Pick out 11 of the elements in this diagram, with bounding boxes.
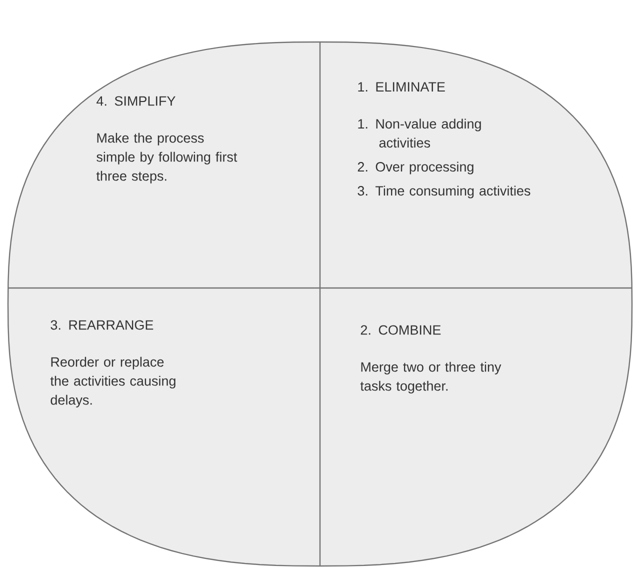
list-item: 2. Over processing — [358, 162, 474, 174]
quadrant-heading: 3. REARRANGE — [50, 320, 154, 330]
quadrant-heading: 4. SIMPLIFY — [96, 96, 176, 106]
quadrant-heading: 2. COMBINE — [360, 325, 441, 335]
quadrant-heading: 1. ELIMINATE — [358, 82, 445, 92]
description-text: Merge two or three tiny tasks together. — [360, 362, 502, 394]
list-item: 1. Non-value adding activities — [358, 118, 481, 148]
ellipse — [7, 41, 633, 567]
description-text: Make the process simple by following first three steps. — [96, 132, 238, 184]
description-text: Reorder or replace the activities causing delays. — [50, 356, 176, 408]
list-item: 3. Time consuming activities — [358, 186, 530, 198]
